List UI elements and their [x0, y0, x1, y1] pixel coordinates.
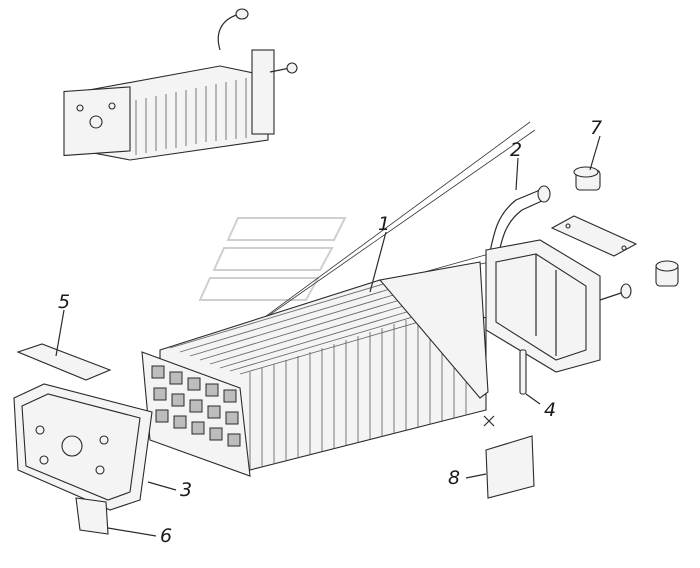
assembled-core-fins [135, 78, 247, 155]
callout-5: 5 [58, 291, 70, 313]
callout-2: 2 [510, 139, 522, 161]
seal-pad [75, 497, 109, 535]
callout-6: 6 [160, 525, 172, 547]
label-mark [483, 415, 495, 427]
left-tank [13, 383, 153, 511]
left-gasket-plate [16, 343, 112, 381]
callout-1: 1 [378, 213, 390, 235]
gasket-hole [565, 223, 571, 229]
callout-8: 8 [448, 467, 460, 489]
assembled-radiator-view [63, 8, 298, 161]
core-tube-grid [151, 365, 241, 447]
callout-3: 3 [180, 479, 192, 501]
callout-7: 7 [590, 117, 602, 139]
pin-rod [519, 349, 527, 395]
label-plate [485, 435, 535, 499]
tank-gasket-plate [550, 215, 638, 257]
callout-4: 4 [544, 399, 556, 421]
radiator-core [141, 261, 489, 477]
gasket-hole [621, 245, 627, 251]
leader-lines [55, 135, 601, 537]
plug-cap-second [655, 260, 679, 287]
right-tank [485, 239, 632, 373]
plug-cap [573, 166, 601, 191]
